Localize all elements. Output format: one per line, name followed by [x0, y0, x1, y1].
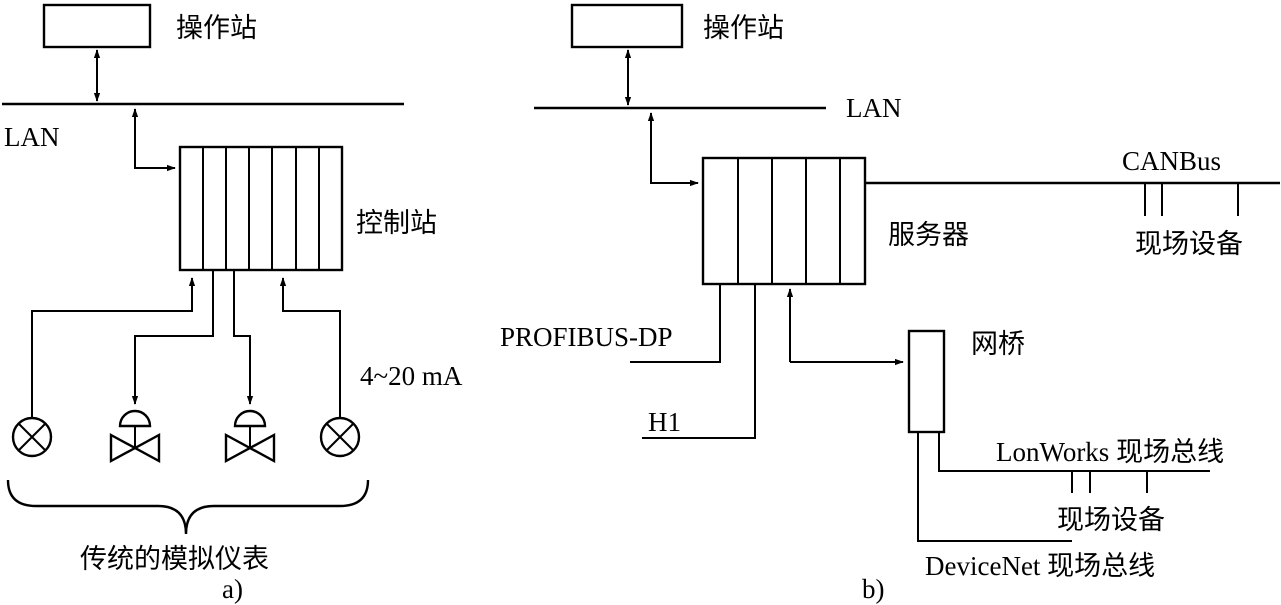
diagram-a: 操作站 LAN 控制站 4~20 mA	[2, 3, 463, 604]
instruments-label: 传统的模拟仪表	[80, 544, 269, 575]
canbus-devices-label: 现场设备	[1135, 229, 1243, 260]
h1-label: H1	[648, 407, 681, 437]
transmitter-2	[319, 416, 361, 458]
caption-b: b)	[862, 574, 885, 604]
lonworks-label: LonWorks 现场总线	[996, 437, 1224, 467]
control-valve-2	[224, 409, 276, 464]
transmitter-1	[11, 416, 53, 458]
operator-station-a-box	[42, 3, 152, 49]
h1-line	[642, 284, 756, 439]
control-station-rack	[178, 145, 344, 272]
server-rack	[701, 156, 867, 286]
valve-2-line	[233, 270, 254, 405]
lonworks-devices-label: 现场设备	[1057, 505, 1165, 536]
instruments-brace	[6, 479, 370, 535]
devicenet-line	[917, 432, 1072, 542]
operator-station-b-box	[570, 3, 684, 49]
bridge-box	[907, 329, 946, 434]
lonworks-line	[938, 432, 1210, 472]
profibus-label: PROFIBUS-DP	[500, 322, 673, 352]
control-station-label: 控制站	[356, 208, 437, 239]
transmitter-2-line	[279, 277, 341, 418]
lan-control-arrow-a	[134, 150, 176, 172]
valve-1-line	[131, 270, 214, 405]
lan-label-b: LAN	[846, 93, 902, 123]
signal-label: 4~20 mA	[360, 361, 463, 391]
bridge-label: 网桥	[971, 329, 1025, 360]
operator-station-b-label: 操作站	[703, 13, 784, 44]
profibus-line	[630, 284, 721, 363]
lan-label-a: LAN	[4, 122, 60, 152]
diagram-b: 操作站 LAN 服务器 CANBus 现场设备 PROFIBUS-DP H1	[500, 3, 1280, 604]
caption-a: a)	[222, 574, 243, 604]
server-label: 服务器	[888, 220, 969, 251]
operator-station-a-label: 操作站	[176, 13, 257, 44]
control-valve-1	[109, 409, 161, 464]
transmitter-1-line	[31, 277, 196, 418]
canbus-label: CANBus	[1122, 146, 1221, 176]
lan-server-arrow	[650, 150, 699, 187]
devicenet-label: DeviceNet 现场总线	[925, 551, 1155, 581]
